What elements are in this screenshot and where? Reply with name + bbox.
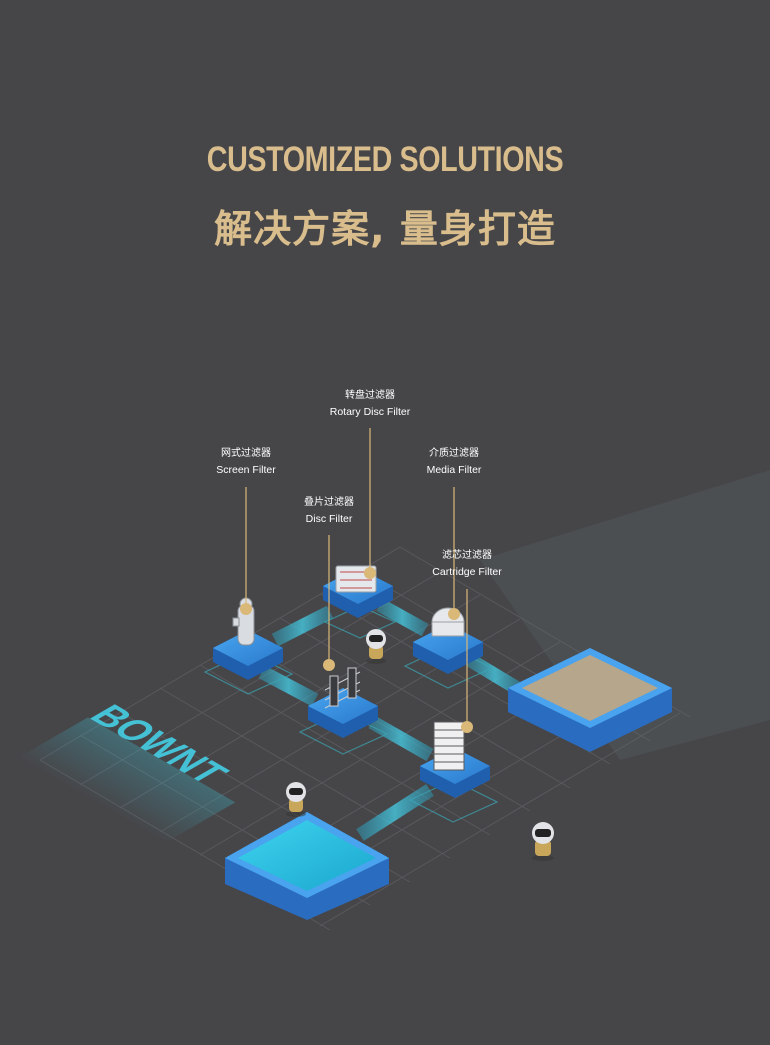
disc-filter-equipment (324, 667, 361, 709)
callout-dot-disc (323, 659, 335, 671)
label-zh: 叠片过滤器 (304, 497, 354, 508)
light-beam (480, 470, 770, 760)
robot-figure (286, 782, 306, 817)
pad-disc-filter (308, 688, 378, 738)
label-disc-filter: 叠片过滤器 Disc Filter (304, 495, 354, 527)
pipes (258, 598, 524, 841)
label-en: Rotary Disc Filter (329, 406, 411, 418)
label-rotary-disc-filter: 转盘过滤器 Rotary Disc Filter (330, 388, 411, 420)
pad-screen-filter (213, 630, 283, 680)
callout-dot-screen (240, 603, 252, 615)
callout-lines (245, 428, 468, 727)
sand-tank (508, 648, 672, 752)
water-tank (225, 812, 389, 920)
label-media-filter: 介质过滤器 Media Filter (427, 446, 482, 478)
callout-dot-rotary (364, 567, 376, 579)
label-en: Disc Filter (305, 513, 353, 525)
label-zh: 转盘过滤器 (344, 390, 395, 401)
label-zh: 网式过滤器 (221, 448, 271, 459)
bownt-logo-floor: BOWNT (18, 699, 237, 843)
label-cartridge-filter: 滤芯过滤器 Cartridge Filter (432, 548, 501, 580)
heading-english: CUSTOMIZED SOLUTIONS (206, 140, 564, 179)
label-zh: 介质过滤器 (428, 448, 479, 459)
label-en: Media Filter (426, 464, 482, 476)
pad-media-filter (413, 624, 483, 674)
label-screen-filter: 网式过滤器 Screen Filter (216, 446, 276, 478)
label-en: Cartridge Filter (432, 566, 502, 578)
label-zh: 滤芯过滤器 (442, 550, 492, 561)
robot-figure (532, 822, 554, 861)
cartridge-filter-equipment (433, 721, 465, 771)
heading-chinese: 解决方案, 量身打造 (214, 207, 556, 251)
robot-figure (366, 629, 386, 664)
label-en: Screen Filter (216, 464, 276, 476)
callout-dot-cartridge (461, 721, 473, 733)
callout-dot-media (448, 608, 460, 620)
